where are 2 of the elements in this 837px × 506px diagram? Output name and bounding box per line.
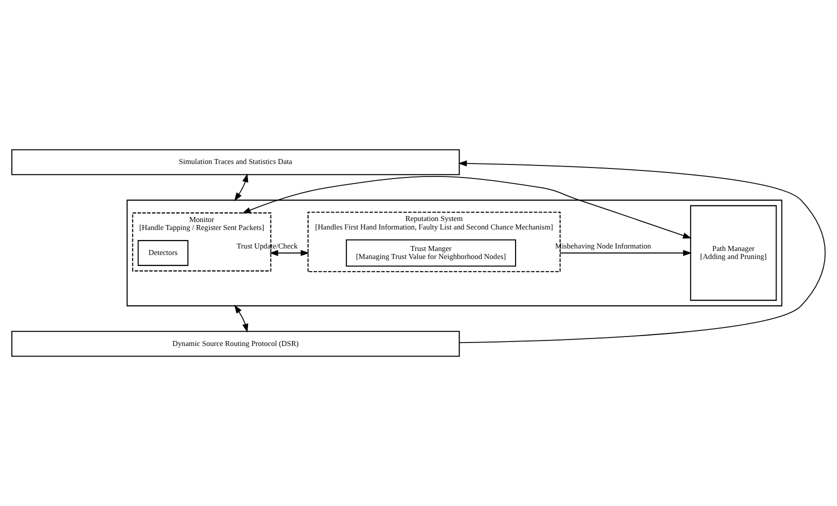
edge-label: Trust Update/Check <box>236 242 298 251</box>
edge-label: Misbehaving Node Information <box>555 242 652 251</box>
